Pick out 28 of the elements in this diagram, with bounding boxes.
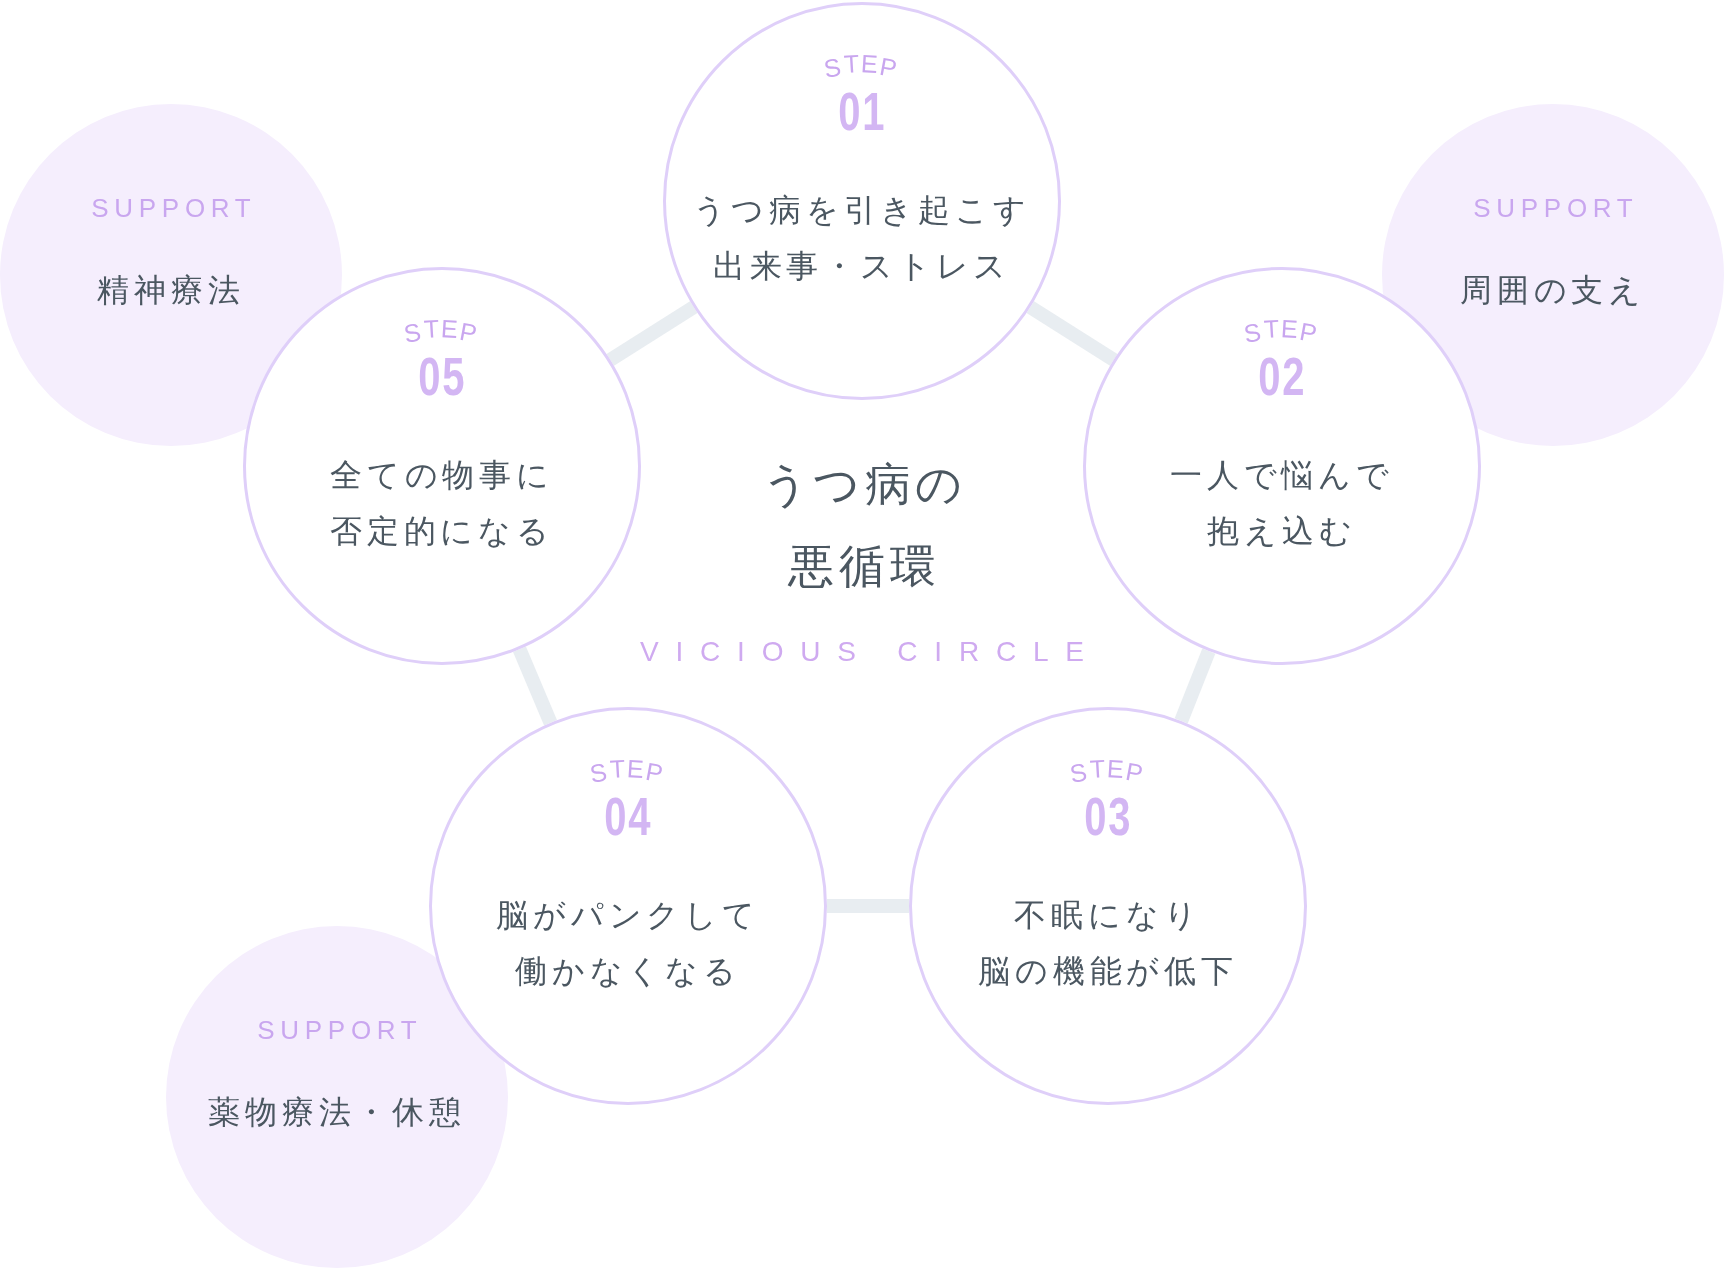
connector-line — [827, 899, 909, 913]
connector-line — [606, 301, 698, 366]
connector-line — [1174, 648, 1216, 724]
step-number: 04 — [604, 786, 652, 846]
step-text: 一人で悩んで抱え込む — [1170, 456, 1394, 551]
step-number: 02 — [1258, 346, 1306, 406]
support-label: SUPPORT — [90, 192, 257, 225]
support-text: 薬物療法・休憩 — [208, 1093, 466, 1132]
diagram-title: うつ病の悪循環 — [760, 457, 967, 594]
support-label: SUPPORT — [1472, 192, 1639, 225]
step-label: STEP — [1070, 752, 1146, 784]
step-number: 01 — [838, 81, 886, 141]
connector-line — [513, 646, 557, 726]
step-text: 脳がパンクして働かなくなる — [496, 896, 760, 991]
support-text: 周囲の支え — [1460, 271, 1646, 310]
step-label: STEP — [824, 47, 900, 79]
subtitle-text: VICIOUS CIRCLE — [639, 635, 1101, 669]
step-text: うつ病を引き起こす出来事・ストレス — [693, 191, 1031, 286]
step-label: STEP — [590, 752, 666, 784]
step-text: 全ての物事に否定的になる — [330, 456, 554, 551]
step-text: 不眠になり脳の機能が低下 — [978, 896, 1238, 991]
step-label: STEP — [404, 312, 480, 344]
step-number: 05 — [418, 346, 466, 406]
step-label: STEP — [1244, 312, 1320, 344]
support-text: 精神療法 — [97, 271, 245, 310]
connector-line — [1026, 301, 1118, 366]
step-number: 03 — [1084, 786, 1132, 846]
support-label: SUPPORT — [256, 1014, 423, 1047]
